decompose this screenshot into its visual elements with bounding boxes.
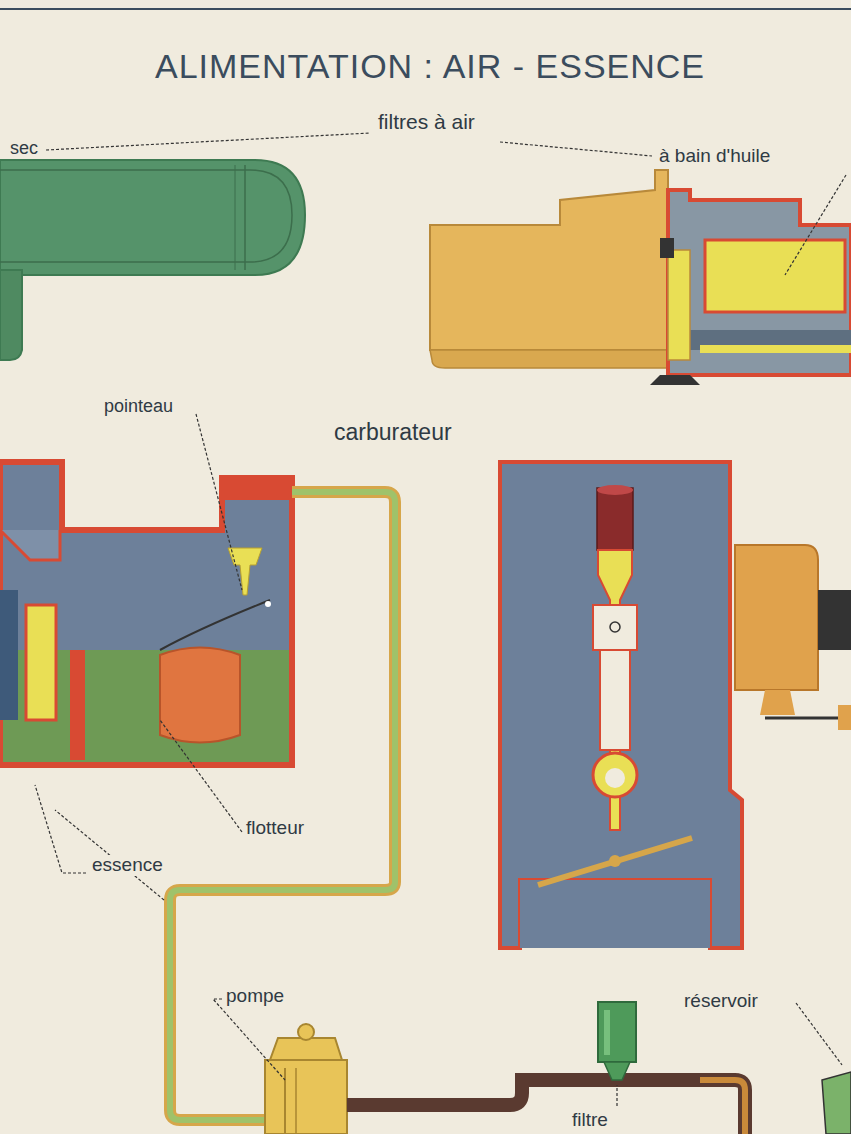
diagram-title: ALIMENTATION : AIR - ESSENCE — [153, 48, 707, 85]
fuel-pipe — [170, 492, 395, 1120]
fuel-tank — [822, 1072, 851, 1134]
carburettor-float-chamber — [0, 462, 292, 765]
dry-air-filter — [0, 160, 305, 360]
carburettor-mixing-chamber — [500, 462, 851, 948]
part-label: flotteur — [244, 818, 306, 839]
leader-lines — [35, 133, 846, 1106]
part-label: essence — [90, 855, 165, 876]
suction-pipe-inner — [700, 1080, 745, 1134]
part-label: filtre — [570, 1110, 610, 1131]
fuel-filter — [598, 1002, 636, 1080]
part-label: carburateur — [332, 420, 454, 445]
oil-bath-air-filter — [430, 170, 851, 385]
fuel-pump — [265, 1024, 347, 1134]
suction-pipe — [347, 1080, 745, 1134]
part-label: réservoir — [682, 991, 760, 1012]
part-label: pointeau — [102, 397, 175, 417]
filter-label: sec — [8, 139, 40, 159]
part-label: pompe — [224, 986, 286, 1007]
fuel-pipe-core — [170, 492, 395, 1120]
filter-label: filtres à air — [376, 110, 477, 133]
top-border — [0, 8, 851, 10]
filter-label: à bain d'huile — [657, 146, 772, 167]
